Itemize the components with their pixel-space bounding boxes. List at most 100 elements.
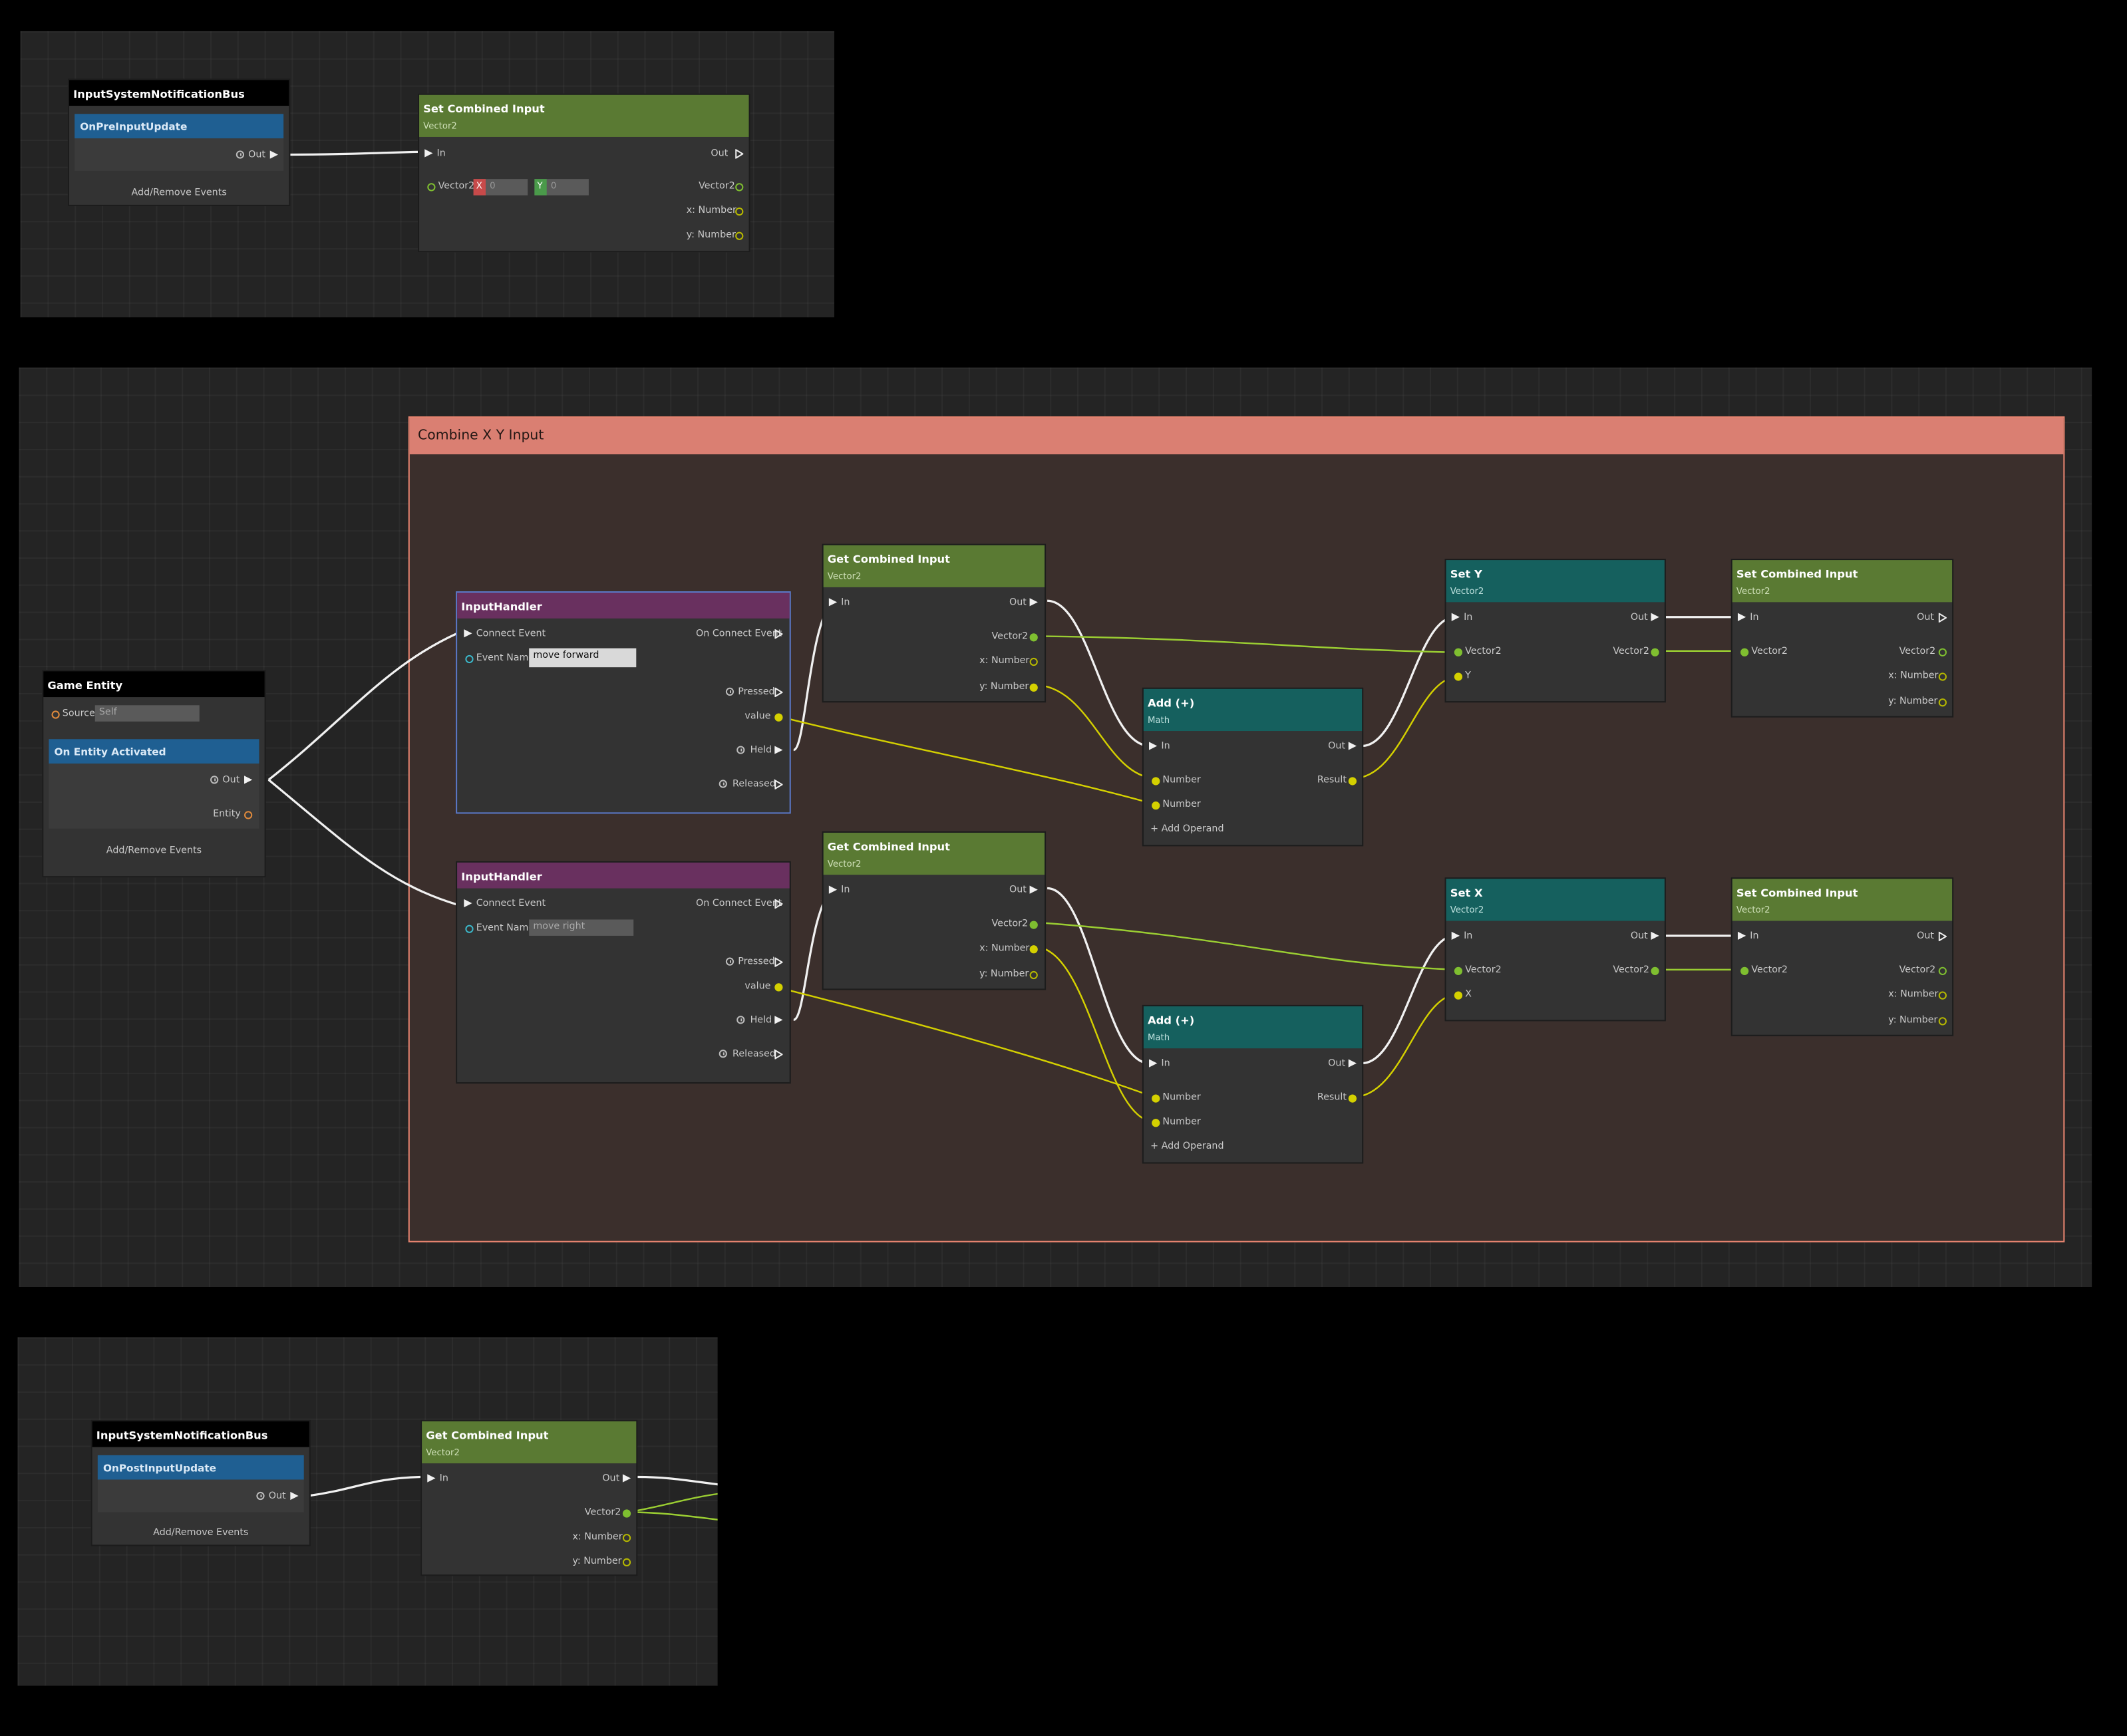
set-combined-input-node-1[interactable]: Set Combined Input Vector2 In Out Vector… (1730, 559, 1954, 718)
exec-out-pin[interactable] (622, 1474, 631, 1483)
exec-out-pin[interactable] (1029, 598, 1038, 607)
exec-in-pin[interactable] (828, 885, 838, 894)
exec-in-pin[interactable] (828, 598, 838, 607)
vector2-in-pin[interactable] (1454, 648, 1463, 656)
number-in-pin-1[interactable] (1152, 1094, 1160, 1103)
add-node-1[interactable]: Add (+) Math In Out Number Result Number… (1142, 687, 1364, 847)
exec-in-pin[interactable] (424, 149, 433, 158)
exec-in-pin[interactable] (1737, 931, 1746, 940)
event-name-pin[interactable] (465, 654, 474, 664)
vector2-in-pin[interactable] (1740, 966, 1749, 976)
exec-out-pin[interactable] (735, 149, 744, 159)
connect-event-pin[interactable] (464, 629, 472, 638)
released-pin[interactable] (774, 780, 783, 790)
add-remove-events-button[interactable]: Add/Remove Events (153, 1526, 249, 1538)
game-entity-node[interactable]: Game Entity Source Self On Entity Activa… (42, 670, 266, 878)
exec-out-pin[interactable] (290, 1491, 299, 1501)
y-number-pin[interactable] (1938, 1017, 1947, 1026)
exec-out-pin[interactable] (1348, 1059, 1357, 1068)
number-in-pin-1[interactable] (1152, 777, 1160, 786)
exec-out-pin[interactable] (1651, 931, 1659, 940)
on-connect-event-pin[interactable] (774, 899, 783, 909)
input-bus-node[interactable]: InputSystemNotificationBus OnPostInputUp… (90, 1419, 311, 1546)
vector2-in-pin[interactable] (1454, 966, 1463, 976)
x-number-pin[interactable] (1029, 657, 1038, 666)
on-connect-event-pin[interactable] (774, 629, 783, 639)
event-name-field[interactable]: move right (529, 919, 634, 936)
held-pin[interactable] (774, 1016, 783, 1024)
set-combined-input-node[interactable]: Set Combined Input Vector2 In Out Vector… (418, 93, 750, 253)
y-number-pin[interactable] (1938, 698, 1947, 707)
exec-out-pin[interactable] (1938, 931, 1947, 942)
input-bus-node[interactable]: InputSystemNotificationBus OnPreInputUpd… (67, 78, 291, 206)
y-in-pin[interactable] (1454, 672, 1463, 681)
x-number-pin[interactable] (1029, 945, 1038, 954)
get-combined-input-node-1[interactable]: Get Combined Input Vector2 In Out Vector… (822, 543, 1047, 703)
vector2-out-pin[interactable] (1651, 648, 1659, 656)
exec-out-pin[interactable] (1938, 613, 1947, 623)
source-pin[interactable] (51, 710, 60, 719)
vector2-out-pin[interactable] (1938, 966, 1947, 976)
x-number-pin[interactable] (735, 207, 744, 216)
exec-in-pin[interactable] (1149, 742, 1158, 750)
exec-out-pin[interactable] (244, 776, 253, 784)
number-in-pin-2[interactable] (1152, 1119, 1160, 1127)
get-combined-input-node-2[interactable]: Get Combined Input Vector2 In Out Vector… (822, 831, 1047, 990)
source-field[interactable]: Self (94, 705, 200, 722)
x-number-pin[interactable] (1938, 991, 1947, 1000)
set-y-node[interactable]: Set Y Vector2 In Out Vector2 Vector2 Y (1444, 559, 1666, 703)
result-pin[interactable] (1348, 777, 1357, 786)
number-in-pin-2[interactable] (1152, 801, 1160, 810)
input-handler-node-right[interactable]: InputHandler Connect Event On Connect Ev… (456, 861, 791, 1084)
vector2-out-pin[interactable] (1938, 648, 1947, 656)
add-remove-events-button[interactable]: Add/Remove Events (106, 845, 202, 856)
event-on-entity-activated[interactable]: On Entity Activated (49, 739, 259, 764)
pressed-pin[interactable] (774, 687, 783, 698)
exec-in-pin[interactable] (1451, 613, 1460, 621)
pressed-pin[interactable] (774, 957, 783, 967)
vector2-out-pin[interactable] (622, 1509, 631, 1518)
get-combined-input-node[interactable]: Get Combined Input Vector2 In Out Vector… (420, 1419, 638, 1576)
vector2-in-pin[interactable] (1740, 648, 1749, 656)
vector2-out-pin[interactable] (1651, 966, 1659, 976)
graph-canvas-main[interactable]: Combine X Y Input Game Entity Source Sel… (19, 367, 2092, 1288)
y-number-pin[interactable] (622, 1558, 631, 1567)
add-operand-button[interactable]: + Add Operand (1150, 1140, 1224, 1152)
x-in-pin[interactable] (1454, 991, 1463, 1000)
event-name-field[interactable]: move forward (529, 648, 637, 668)
exec-in-pin[interactable] (1149, 1059, 1158, 1068)
y-number-pin[interactable] (735, 231, 744, 240)
y-number-pin[interactable] (1029, 683, 1038, 692)
group-title[interactable]: Combine X Y Input (409, 418, 2064, 455)
entity-pin[interactable] (244, 811, 253, 819)
exec-out-pin[interactable] (269, 150, 278, 159)
vector2-in-pin[interactable] (427, 183, 436, 192)
graph-canvas-bottom[interactable]: InputSystemNotificationBus OnPostInputUp… (17, 1337, 718, 1686)
exec-in-pin[interactable] (1737, 613, 1746, 621)
value-pin[interactable] (774, 983, 783, 992)
event-on-post-input-update[interactable]: OnPostInputUpdate (97, 1455, 304, 1480)
x-number-pin[interactable] (622, 1534, 631, 1542)
exec-out-pin[interactable] (1029, 885, 1038, 894)
set-combined-input-node-2[interactable]: Set Combined Input Vector2 In Out Vector… (1730, 877, 1954, 1036)
exec-out-pin[interactable] (1348, 742, 1357, 750)
event-on-pre-input-update[interactable]: OnPreInputUpdate (75, 114, 284, 138)
x-number-pin[interactable] (1938, 672, 1947, 681)
exec-out-pin[interactable] (1651, 613, 1659, 621)
exec-in-pin[interactable] (427, 1474, 436, 1483)
vector2-out-pin[interactable] (1029, 633, 1038, 642)
vector2-out-pin[interactable] (735, 183, 744, 192)
result-pin[interactable] (1348, 1094, 1357, 1103)
vector2-out-pin[interactable] (1029, 921, 1038, 929)
input-handler-node-forward[interactable]: InputHandler Connect Event On Connect Ev… (456, 591, 791, 814)
held-pin[interactable] (774, 746, 783, 754)
graph-canvas-top[interactable]: InputSystemNotificationBus OnPreInputUpd… (20, 31, 834, 318)
connect-event-pin[interactable] (464, 899, 472, 908)
value-pin[interactable] (774, 713, 783, 722)
add-remove-events-button[interactable]: Add/Remove Events (131, 187, 227, 198)
released-pin[interactable] (774, 1050, 783, 1060)
add-node-2[interactable]: Add (+) Math In Out Number Result Number… (1142, 1004, 1364, 1164)
add-operand-button[interactable]: + Add Operand (1150, 823, 1224, 834)
